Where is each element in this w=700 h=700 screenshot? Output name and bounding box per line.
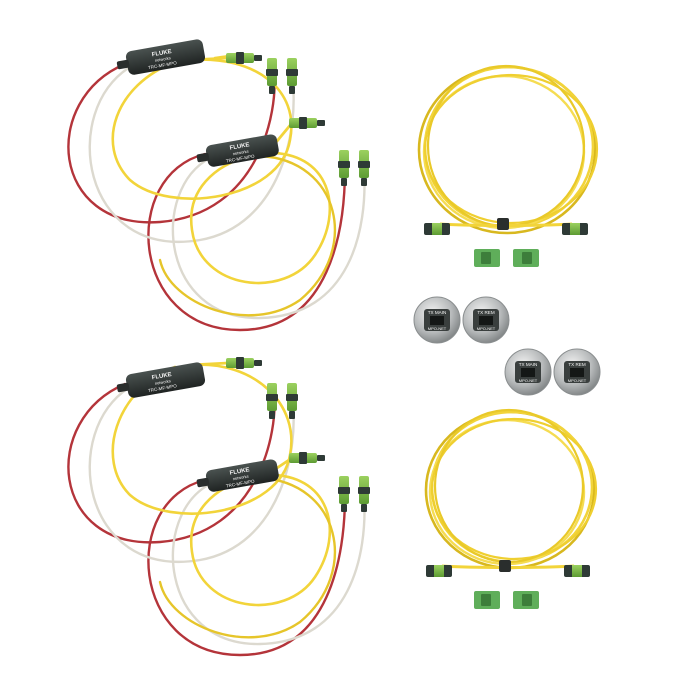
red-fiber-loop (67, 382, 347, 657)
mpo-connector (226, 357, 262, 369)
green-adapter (513, 249, 539, 267)
model-label: TRC-MF-MPO (226, 154, 256, 164)
green-adapter (474, 249, 500, 267)
mpo-connector (562, 223, 588, 235)
mpo-connector (426, 565, 452, 577)
breakout-module: FLUKE networks TRC-MF-MPO (196, 134, 279, 167)
brand-label: FLUKE (229, 467, 250, 476)
model-label: TRC-MF-MPO (148, 383, 178, 393)
mpo-connector (286, 383, 298, 419)
model-label: TRC-MF-MPO (148, 60, 178, 70)
brand-label: FLUKE (151, 49, 172, 58)
cable-tie (497, 218, 509, 230)
mpo-connector (289, 452, 325, 464)
breakout-module: FLUKE networks TRC-MF-MPO (116, 39, 206, 75)
reference-cord-set-bottom: FLUKE networks TRC-MF-MPO FLUKE networks… (67, 357, 370, 657)
mpo-connector (338, 150, 350, 186)
cable-tie (499, 560, 511, 572)
brand-label: FLUKE (151, 372, 172, 381)
breakout-module: FLUKE networks TRC-MF-MPO (116, 362, 206, 398)
yellow-fiber-loop (111, 363, 337, 639)
mpo-connector (424, 223, 450, 235)
adapter-label: TX REM (477, 310, 495, 315)
green-adapter (513, 591, 539, 609)
adapter-sublabel: MPO-NET (477, 326, 496, 331)
adapter-sublabel: MPO-NET (519, 378, 538, 383)
red-fiber-loop (67, 62, 347, 332)
metal-adapter: TX REM MPO-NET (553, 348, 601, 396)
mpo-connector (226, 52, 262, 64)
reference-cord-set-top: FLUKE networks TRC-MF-MPO FLUKE networks… (67, 39, 370, 332)
adapter-label: TX MAIN (428, 310, 447, 315)
brand-sublabel: networks (232, 474, 249, 482)
metal-adapter: TX REM MPO-NET (462, 296, 510, 344)
mpo-connector (358, 150, 370, 186)
adapter-sublabel: MPO-NET (568, 378, 587, 383)
breakout-module: FLUKE networks TRC-MF-MPO (196, 459, 279, 492)
coiled-mpo-patch-cord (417, 64, 599, 235)
brand-sublabel: networks (154, 55, 171, 63)
coiled-mpo-patch-cord (424, 408, 598, 577)
brand-label: FLUKE (229, 142, 250, 151)
green-adapter (474, 591, 500, 609)
mpo-connector (358, 476, 370, 512)
yellow-trunk-to-mpo (189, 361, 293, 476)
metal-adapter: TX MAIN MPO-NET (413, 296, 461, 344)
mpo-connector (286, 58, 298, 94)
adapter-sublabel: MPO-NET (428, 326, 447, 331)
metal-adapter: TX MAIN MPO-NET (504, 348, 552, 396)
yellow-fiber-loop (111, 52, 337, 317)
brand-sublabel: networks (154, 378, 171, 386)
mpo-connector (564, 565, 590, 577)
model-label: TRC-MF-MPO (226, 479, 256, 489)
brand-sublabel: networks (232, 149, 249, 157)
mpo-connector (266, 383, 278, 419)
mpo-connector (338, 476, 350, 512)
adapter-label: TX MAIN (519, 362, 538, 367)
mpo-connector (289, 117, 325, 129)
adapter-label: TX REM (568, 362, 586, 367)
